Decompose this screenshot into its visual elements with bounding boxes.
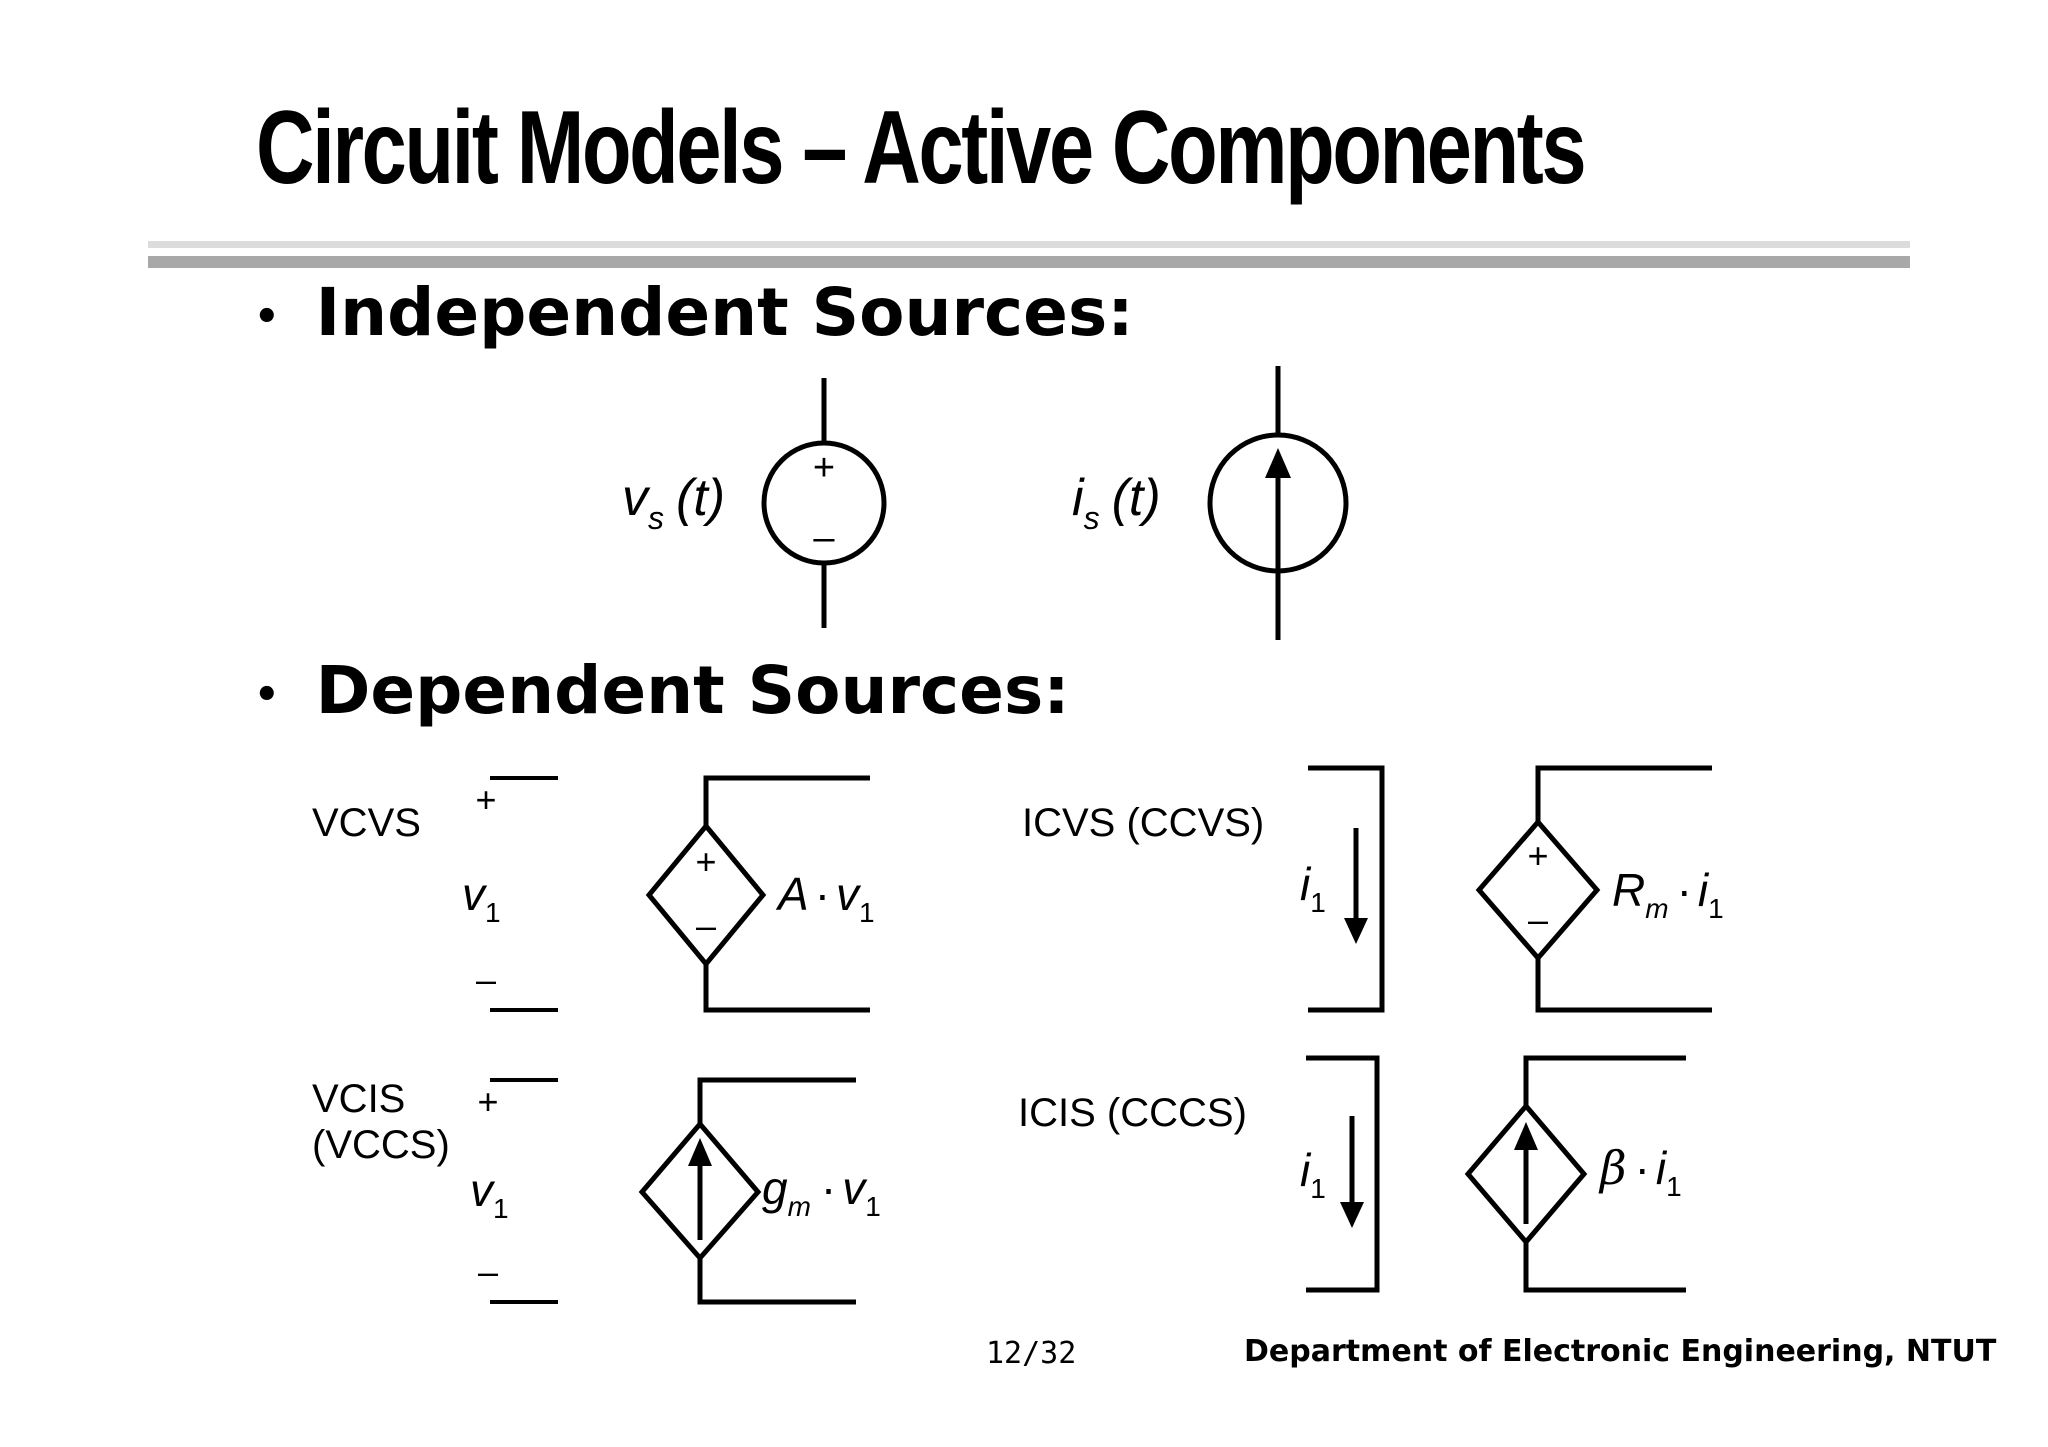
vs-subscript: s <box>648 500 664 536</box>
vcis-gain-expression: gm ·v1 <box>762 1162 881 1222</box>
vcvs-ctrl-plus: + <box>475 779 496 820</box>
icvs-src-plus: + <box>1527 835 1548 876</box>
is-subscript: s <box>1084 500 1100 536</box>
icis-gain: β <box>1598 1141 1627 1195</box>
icis-ctrl-arrow-icon <box>1340 1202 1364 1228</box>
slide-title: Circuit Models – Active Components <box>256 90 1587 206</box>
icis-label: ICIS (CCCS) <box>1018 1091 1247 1135</box>
icis-dot: · <box>1635 1142 1650 1194</box>
icvs-out-var: i <box>1698 864 1710 916</box>
footer-department: Department of Electronic Engineering, NT… <box>1244 1334 1997 1369</box>
current-source-arrow-icon <box>1265 448 1291 478</box>
icvs-control-branch <box>1308 765 1385 1013</box>
vcvs-ctrl-sub: 1 <box>485 897 501 928</box>
vcvs-source <box>645 775 870 1013</box>
icvs-ctrl-var: i <box>1300 858 1312 910</box>
icvs-label: ICVS (CCVS) <box>1022 801 1265 845</box>
vcis-ctrl-var: v <box>470 1164 496 1216</box>
icis-out-var: i <box>1656 1142 1668 1194</box>
icis-source <box>1464 1055 1686 1293</box>
voltage-source-plus: + <box>813 447 835 489</box>
bullet-icon: • <box>254 293 280 340</box>
voltage-source-label: vs (t) <box>622 469 725 536</box>
dependent-sources-heading: •Dependent Sources: <box>254 658 1070 724</box>
icis-out-sub: 1 <box>1666 1171 1682 1202</box>
icvs-gain-sub: m <box>1645 893 1668 924</box>
vs-argument: (t) <box>676 469 725 527</box>
vcvs-ctrl-minus: – <box>476 959 496 1000</box>
vcvs-ctrl-voltage: v1 <box>462 868 501 928</box>
icvs-gain: R <box>1612 864 1645 916</box>
bullet-icon: • <box>254 671 280 718</box>
icis-control-branch <box>1306 1055 1380 1293</box>
vcvs-src-minus: – <box>696 905 716 946</box>
vcvs-out-sub: 1 <box>859 897 875 928</box>
icvs-out-sub: 1 <box>1708 893 1724 924</box>
icvs-ctrl-sub: 1 <box>1310 887 1326 918</box>
vcvs-src-plus: + <box>695 841 716 882</box>
vcis-arrow-icon <box>688 1138 712 1166</box>
is-symbol: i <box>1072 469 1085 527</box>
icvs-gain-expression: Rm ·i1 <box>1612 864 1724 924</box>
vcis-out-var: v <box>842 1162 868 1214</box>
vcis-out-sub: 1 <box>865 1191 881 1222</box>
vcis-label-line2: (VCCS) <box>312 1123 450 1167</box>
vcvs-out-var: v <box>836 868 862 920</box>
vcis-control-port <box>490 1078 558 1304</box>
icvs-ctrl-current: i1 <box>1300 858 1326 918</box>
icvs-ctrl-arrow-icon <box>1344 918 1368 944</box>
page-number: 12/32 <box>986 1336 1077 1371</box>
current-source-label: is (t) <box>1072 469 1161 536</box>
vcis-source <box>638 1077 856 1305</box>
icvs-source <box>1475 765 1712 1013</box>
icis-arrow-icon <box>1514 1122 1538 1150</box>
icvs-src-minus: – <box>1528 899 1548 940</box>
vcvs-gain: A <box>775 868 809 920</box>
vcvs-control-port <box>490 776 558 1012</box>
icis-ctrl-sub: 1 <box>1310 1173 1326 1204</box>
independent-current-source <box>1207 366 1349 640</box>
dependent-heading-text: Dependent Sources: <box>315 652 1070 729</box>
vcis-label-line1: VCIS <box>312 1077 406 1121</box>
icis-ctrl-var: i <box>1300 1144 1312 1196</box>
vcvs-label: VCVS <box>312 801 421 845</box>
vcis-gain-sub: m <box>788 1191 811 1222</box>
vcvs-ctrl-var: v <box>462 868 488 920</box>
vcis-ctrl-sub: 1 <box>493 1193 509 1224</box>
vcvs-gain-expression: A·v1 <box>775 868 875 928</box>
independent-voltage-source <box>761 378 887 628</box>
vcis-gain: g <box>762 1162 788 1214</box>
independent-heading-text: Independent Sources: <box>315 274 1134 351</box>
icis-ctrl-current: i1 <box>1300 1144 1326 1204</box>
voltage-source-minus: – <box>813 517 835 559</box>
icis-gain-expression: β·i1 <box>1598 1141 1682 1202</box>
vcis-ctrl-plus: + <box>477 1081 498 1122</box>
vcis-label: VCIS (VCCS) <box>312 1076 450 1168</box>
independent-sources-heading: •Independent Sources: <box>254 280 1134 346</box>
vcis-ctrl-voltage: v1 <box>470 1164 509 1224</box>
vs-symbol: v <box>622 469 651 527</box>
is-argument: (t) <box>1112 469 1161 527</box>
vcis-ctrl-minus: – <box>478 1251 498 1292</box>
icvs-dot: · <box>1677 864 1692 916</box>
title-divider <box>148 241 1910 268</box>
vcvs-dot: · <box>815 868 830 920</box>
vcis-dot: · <box>821 1162 836 1214</box>
